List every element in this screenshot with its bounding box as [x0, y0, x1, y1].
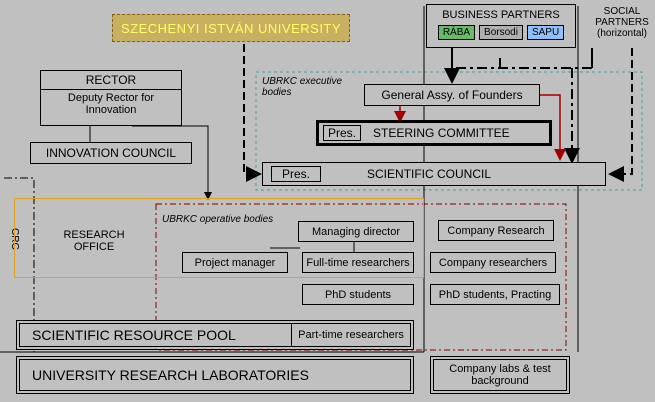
company-labs-label: Company labs & test background — [449, 363, 551, 387]
phd-students-box: PhD students — [302, 284, 414, 305]
project-manager-label: Project manager — [194, 256, 276, 269]
managing-director-box: Managing director — [298, 221, 414, 242]
research-office-label: RESEARCH OFFICE — [63, 229, 125, 253]
partner-raba: RÁBA — [437, 25, 476, 40]
project-manager-box: Project manager — [182, 252, 288, 273]
university-box: SZECHENYI ISTVÁN UNIVERSITY — [112, 14, 350, 42]
innovation-council-label: INNOVATION COUNCIL — [45, 146, 177, 160]
steering-title: STEERING COMMITTEE — [373, 126, 510, 140]
company-researchers-box: Company researchers — [430, 252, 556, 273]
phd-practing-box: PhD students, Practing — [430, 284, 560, 305]
company-research-label: Company Research — [447, 224, 545, 237]
innovation-council-box: INNOVATION COUNCIL — [30, 142, 192, 164]
company-researchers-label: Company researchers — [438, 256, 548, 269]
rector-box: RECTOR Deputy Rector for Innovation — [40, 70, 182, 126]
rector-title: RECTOR — [41, 71, 181, 90]
social-partners-label: SOCIAL PARTNERS (horizontal) — [595, 6, 649, 39]
partner-sapu: SAPU — [526, 25, 565, 40]
research-labs-box: UNIVERSITY RESEARCH LABORATORIES — [16, 356, 414, 394]
parttime-researchers-label: Part-time researchers — [291, 324, 410, 346]
operative-bodies-label: UBRKC operative bodies — [162, 214, 274, 225]
research-labs-label: UNIVERSITY RESEARCH LABORATORIES — [32, 367, 309, 383]
research-office-box: RESEARCH OFFICE — [14, 198, 424, 278]
fulltime-researchers-label: Full-time researchers — [306, 256, 410, 269]
business-partners-box: BUSINESS PARTNERS RÁBA Borsodi SAPU — [426, 4, 576, 48]
council-pres: Pres. — [271, 166, 322, 182]
fulltime-researchers-box: Full-time researchers — [302, 252, 414, 273]
business-partners-title: BUSINESS PARTNERS — [442, 9, 560, 21]
general-assembly-label: General Assy. of Founders — [381, 88, 523, 102]
steering-committee-box: Pres. STEERING COMMITTEE — [316, 120, 552, 146]
resource-pool-box: SCIENTIFIC RESOURCE POOL Part-time resea… — [16, 320, 414, 350]
executive-bodies-label: UBRKC executive bodies — [262, 76, 343, 98]
council-title: SCIENTIFIC COUNCIL — [367, 167, 492, 181]
managing-director-label: Managing director — [311, 225, 401, 238]
company-research-box: Company Research — [438, 220, 554, 241]
phd-practing-label: PhD students, Practing — [438, 288, 552, 301]
scientific-council-box: Pres. SCIENTIFIC COUNCIL — [262, 162, 606, 186]
steering-pres: Pres. — [323, 125, 362, 141]
resource-pool-label: SCIENTIFIC RESOURCE POOL — [32, 327, 236, 343]
deputy-rector-label: Deputy Rector for Innovation — [67, 92, 155, 116]
university-title: SZECHENYI ISTVÁN UNIVERSITY — [120, 20, 342, 36]
general-assembly-box: General Assy. of Founders — [364, 84, 540, 106]
partner-borsodi: Borsodi — [479, 25, 523, 40]
company-labs-box: Company labs & test background — [430, 356, 570, 394]
phd-students-label: PhD students — [324, 288, 392, 301]
